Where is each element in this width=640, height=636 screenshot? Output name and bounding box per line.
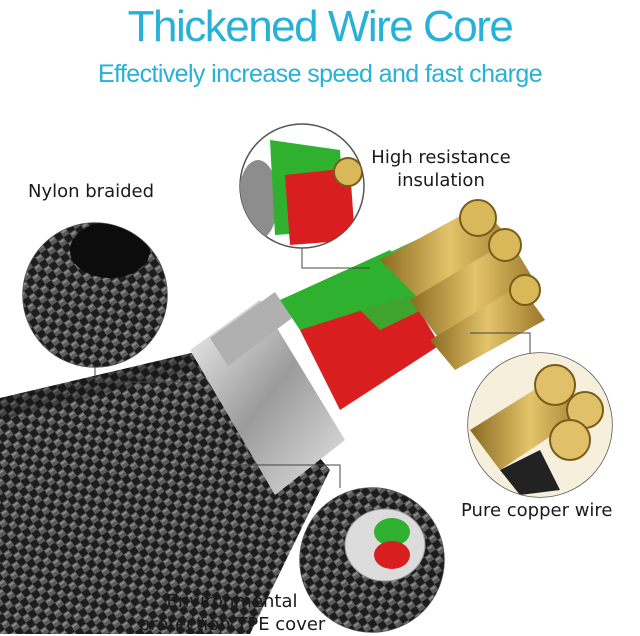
callout-line-nylon (94, 367, 200, 383)
label-high-resistance: High resistance insulation (370, 146, 512, 192)
callout-line-env (230, 464, 341, 488)
label-env-line1: Environmental (166, 591, 298, 612)
label-env-line2: protection TPE cover (138, 614, 326, 635)
callout-pure (467, 352, 613, 498)
callout-line-high (301, 248, 370, 269)
page-title: Thickened Wire Core (127, 2, 514, 51)
callout-high (239, 123, 365, 249)
callout-lines (94, 248, 531, 488)
label-environmental: Environmental protection TPE cover (132, 590, 332, 636)
label-pure-copper: Pure copper wire (461, 500, 613, 521)
callout-nylon (22, 222, 168, 368)
inner-wires (280, 199, 545, 410)
callout-env (299, 487, 445, 633)
label-nylon-braided: Nylon braided (28, 181, 155, 202)
label-high-line1: High resistance (371, 147, 511, 168)
metal-ring (190, 292, 345, 495)
page-subtitle: Effectively increase speed and fast char… (97, 60, 543, 88)
callout-line-pure (470, 332, 531, 353)
label-high-line2: insulation (397, 170, 485, 191)
